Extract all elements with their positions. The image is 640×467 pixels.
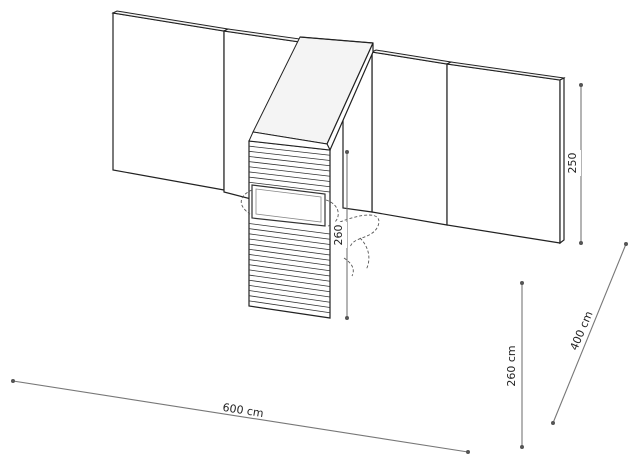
column-slat <box>248 295 331 308</box>
column-slat <box>248 279 331 293</box>
column-slat <box>248 248 331 261</box>
wall-panel-3 <box>371 51 448 226</box>
column-slat <box>248 259 331 272</box>
column-slat <box>248 166 331 177</box>
column-slats <box>248 145 331 314</box>
column-height-label: 260 <box>332 225 345 246</box>
back-wall <box>111 10 566 245</box>
wall-panel-1 <box>112 12 225 191</box>
column-slat <box>248 233 331 245</box>
column-slat <box>248 171 331 182</box>
column-slat <box>248 145 331 156</box>
column-slat <box>248 284 331 298</box>
column-slat <box>248 156 331 167</box>
column-slat <box>248 176 331 188</box>
width-label: 600 cm <box>222 401 265 420</box>
dimension-lines <box>11 83 628 454</box>
column-slat <box>248 161 331 172</box>
column-slat <box>248 243 331 256</box>
column-slat <box>248 223 331 235</box>
panel-height-label: 250 <box>566 153 579 174</box>
column-slat <box>248 254 331 266</box>
column-slat <box>248 264 331 277</box>
column-slat <box>248 300 331 314</box>
column-slat <box>248 150 331 161</box>
column-slat <box>248 181 331 193</box>
column-slat <box>248 228 331 240</box>
column-slat <box>248 290 331 303</box>
column-slat <box>248 274 331 287</box>
column-slat <box>248 238 331 251</box>
column-slat <box>248 269 331 282</box>
central-column <box>240 36 380 319</box>
depth-label: 400 cm <box>567 309 595 352</box>
wall-panel-4 <box>446 63 561 244</box>
overall-height-label: 260 cm <box>505 345 518 386</box>
